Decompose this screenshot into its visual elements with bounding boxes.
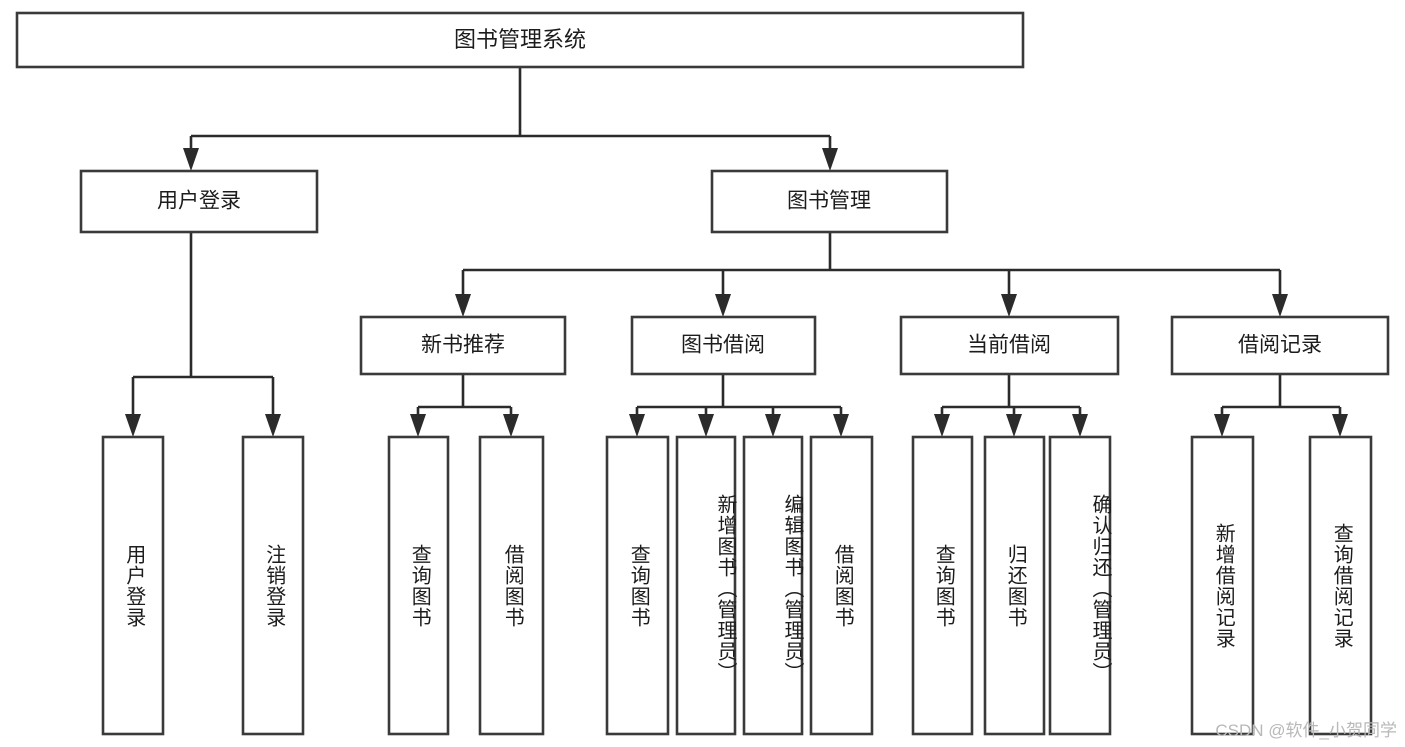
connector-newbookrec-to-leaves	[410, 374, 519, 437]
node-leaf-query-record[interactable]	[1308, 435, 1373, 736]
arrow-to-book-borrow	[715, 294, 731, 317]
node-leaf-add-record[interactable]	[1190, 435, 1255, 736]
node-leaf-return-book[interactable]	[983, 435, 1046, 736]
arrow-to-leaf-user-login	[125, 414, 141, 437]
arrow-to-leaf-borrow-book-2	[833, 414, 849, 437]
arrow-to-leaf-query-record	[1332, 414, 1348, 437]
arrow-to-leaf-query-book-3	[934, 414, 950, 437]
arrow-to-book-manage	[822, 148, 838, 171]
connector-root-to-level2	[183, 67, 838, 171]
arrow-to-leaf-add-record	[1214, 414, 1230, 437]
node-leaf-confirm-return[interactable]	[1048, 435, 1112, 736]
arrow-to-leaf-logout	[265, 414, 281, 437]
arrow-to-borrow-record	[1272, 294, 1288, 317]
node-leaf-return-book-label: 归还图书	[1004, 543, 1027, 628]
csdn-watermark: CSDN @软件_小贺同学	[1215, 721, 1397, 740]
connector-currentborrow-to-leaves	[934, 374, 1088, 437]
node-borrow-record-label: 借阅记录	[1238, 334, 1322, 357]
node-leaf-query-book-1-label: 查询图书	[408, 543, 431, 628]
leaf-boxes	[101, 435, 1373, 736]
node-root-label: 图书管理系统	[454, 27, 586, 52]
arrow-to-leaf-query-book-2	[629, 414, 645, 437]
node-user-login[interactable]: 用户登录	[79, 169, 319, 234]
node-leaf-query-book-1[interactable]	[387, 435, 450, 736]
node-borrow-record[interactable]: 借阅记录	[1170, 315, 1390, 376]
node-book-manage-label: 图书管理	[787, 190, 871, 213]
node-root[interactable]: 图书管理系统	[15, 11, 1025, 69]
connector-bookmanage-to-level3	[455, 232, 1288, 317]
arrow-to-leaf-return-book	[1006, 414, 1022, 437]
connector-borrowrecord-to-leaves	[1214, 374, 1348, 437]
node-book-borrow[interactable]: 图书借阅	[630, 315, 817, 376]
connector-bookborrow-to-leaves	[629, 374, 849, 437]
arrow-to-current-borrow	[1001, 294, 1017, 317]
arrow-to-leaf-add-book	[698, 414, 714, 437]
connector-userlogin-to-leaves	[125, 232, 281, 437]
node-leaf-add-book[interactable]	[675, 435, 737, 736]
node-leaf-query-book-2[interactable]	[605, 435, 670, 736]
arrow-to-leaf-query-book-1	[410, 414, 426, 437]
arrow-to-user-login	[183, 148, 199, 171]
node-current-borrow-label: 当前借阅	[967, 334, 1051, 357]
node-user-login-label: 用户登录	[157, 190, 241, 213]
arrow-to-new-book-rec	[455, 294, 471, 317]
node-leaf-query-book-3-label: 查询图书	[932, 543, 955, 628]
arrow-to-leaf-edit-book	[765, 414, 781, 437]
node-leaf-borrow-book-2[interactable]	[809, 435, 874, 736]
node-leaf-query-book-3[interactable]	[911, 435, 974, 736]
node-book-manage[interactable]: 图书管理	[710, 169, 949, 234]
node-leaf-borrow-book-1[interactable]	[478, 435, 545, 736]
arrow-to-leaf-borrow-book-1	[503, 414, 519, 437]
node-leaf-add-book-label: 新增图书（管理员）	[714, 494, 736, 683]
node-leaf-logout[interactable]	[241, 435, 305, 736]
node-new-book-rec[interactable]: 新书推荐	[359, 315, 567, 376]
node-leaf-query-book-2-label: 查询图书	[627, 543, 650, 628]
node-leaf-user-login-label: 用户登录	[122, 543, 145, 628]
node-current-borrow[interactable]: 当前借阅	[899, 315, 1120, 376]
node-leaf-borrow-book-1-label: 借阅图书	[501, 543, 524, 628]
node-leaf-query-record-label: 查询借阅记录	[1330, 522, 1353, 649]
node-leaf-edit-book[interactable]	[742, 435, 804, 736]
node-new-book-rec-label: 新书推荐	[421, 334, 505, 357]
arrow-to-leaf-confirm-return	[1072, 414, 1088, 437]
node-book-borrow-label: 图书借阅	[681, 334, 765, 357]
node-leaf-logout-label: 注销登录	[262, 543, 285, 628]
node-leaf-add-record-label: 新增借阅记录	[1212, 522, 1235, 649]
node-leaf-edit-book-label: 编辑图书（管理员）	[781, 494, 803, 683]
node-leaf-user-login[interactable]	[101, 435, 165, 736]
node-leaf-confirm-return-label: 确认归还（管理员）	[1089, 494, 1111, 683]
node-leaf-borrow-book-2-label: 借阅图书	[831, 543, 854, 628]
